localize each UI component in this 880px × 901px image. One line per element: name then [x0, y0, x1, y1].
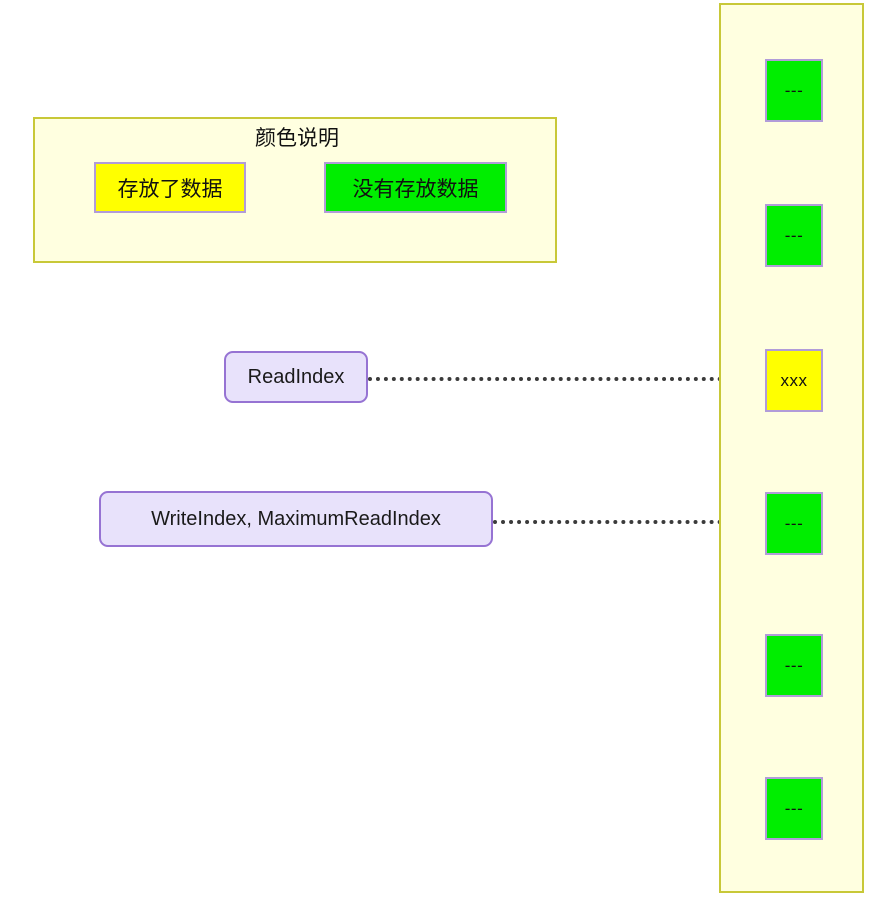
- write-index-arrow-line: [493, 520, 746, 524]
- buffer-cell[interactable]: ---: [765, 492, 823, 555]
- buffer-cell[interactable]: ---: [765, 634, 823, 697]
- read-index-arrow-line: [368, 377, 746, 381]
- ring-buffer-container: --- --- xxx --- --- ---: [719, 3, 864, 893]
- buffer-cell-text: ---: [784, 798, 804, 818]
- read-index-label: ReadIndex: [247, 365, 345, 388]
- read-index-box[interactable]: ReadIndex: [224, 351, 368, 403]
- buffer-cell[interactable]: ---: [765, 777, 823, 840]
- legend-title: 颜色说明: [255, 127, 339, 150]
- legend-panel: 颜色说明 存放了数据 没有存放数据: [33, 117, 557, 263]
- buffer-cell-text: xxx: [780, 370, 808, 390]
- buffer-cell-text: ---: [784, 80, 804, 100]
- legend-swatch-filled-label: 存放了数据: [117, 177, 223, 201]
- read-index-arrow: [368, 366, 764, 388]
- write-index-label: WriteIndex, MaximumReadIndex: [151, 507, 441, 530]
- buffer-cell-text: ---: [784, 513, 804, 533]
- legend-swatch-empty: 没有存放数据: [324, 162, 507, 213]
- buffer-cell[interactable]: ---: [765, 59, 823, 122]
- write-index-box[interactable]: WriteIndex, MaximumReadIndex: [99, 491, 493, 547]
- buffer-cell-text: ---: [784, 225, 804, 245]
- legend-swatch-filled: 存放了数据: [94, 162, 246, 213]
- buffer-cell-text: ---: [784, 655, 804, 675]
- legend-swatch-empty-label: 没有存放数据: [352, 177, 479, 201]
- buffer-cell[interactable]: xxx: [765, 349, 823, 412]
- buffer-cell[interactable]: ---: [765, 204, 823, 267]
